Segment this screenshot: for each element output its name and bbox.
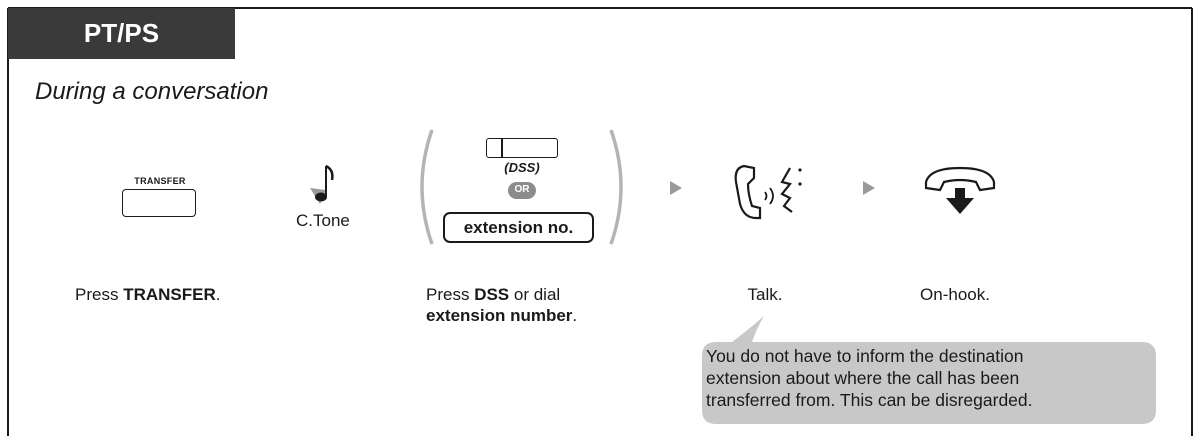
caption-press-transfer: Press TRANSFER. <box>75 284 220 305</box>
note-line: You do not have to inform the destinatio… <box>706 346 1024 366</box>
note-line: transferred from. This can be disregarde… <box>706 390 1033 410</box>
subtitle: During a conversation <box>35 78 269 105</box>
arrow-right-icon <box>670 181 682 195</box>
note-bubble <box>702 316 1156 424</box>
caption-press-dss: Press DSS or dial extension number. <box>426 284 577 326</box>
onhook-handset-icon <box>924 166 996 214</box>
transfer-key-label: TRANSFER <box>134 176 186 186</box>
caption-onhook: On-hook. <box>920 285 990 304</box>
arrow-right-icon <box>863 181 875 195</box>
note-line: extension about where the call has been <box>706 368 1020 388</box>
left-bracket <box>420 129 434 245</box>
caption-text: . <box>572 306 578 325</box>
caption-line: Press DSS or dial <box>426 284 577 305</box>
pt-ps-tab: PT/PS <box>8 8 235 59</box>
transfer-key-button <box>122 189 196 217</box>
note-tone-icon <box>310 164 334 204</box>
ctone-label: C.Tone <box>296 211 350 230</box>
caption-talk: Talk. <box>747 285 783 304</box>
talk-handset-icon <box>734 164 802 220</box>
note-text: You do not have to inform the destinatio… <box>706 345 1146 411</box>
right-bracket <box>609 129 623 245</box>
caption-bold: TRANSFER <box>123 285 216 304</box>
caption-text: . <box>215 285 221 304</box>
dss-key-icon <box>486 138 558 158</box>
transfer-key-icon: TRANSFER <box>120 176 200 222</box>
caption-text: Press <box>426 285 475 304</box>
or-badge <box>508 182 536 199</box>
dss-label: (DSS) <box>504 160 540 175</box>
caption-bold: DSS <box>474 285 510 304</box>
dss-key-led <box>501 139 503 157</box>
caption-bold: extension number <box>426 306 573 325</box>
or-label: OR <box>514 184 530 195</box>
caption-text: or dial <box>509 285 561 304</box>
extension-no-box: extension no. <box>443 212 594 243</box>
caption-line: extension number. <box>426 305 577 326</box>
caption-text: Press <box>75 285 124 304</box>
